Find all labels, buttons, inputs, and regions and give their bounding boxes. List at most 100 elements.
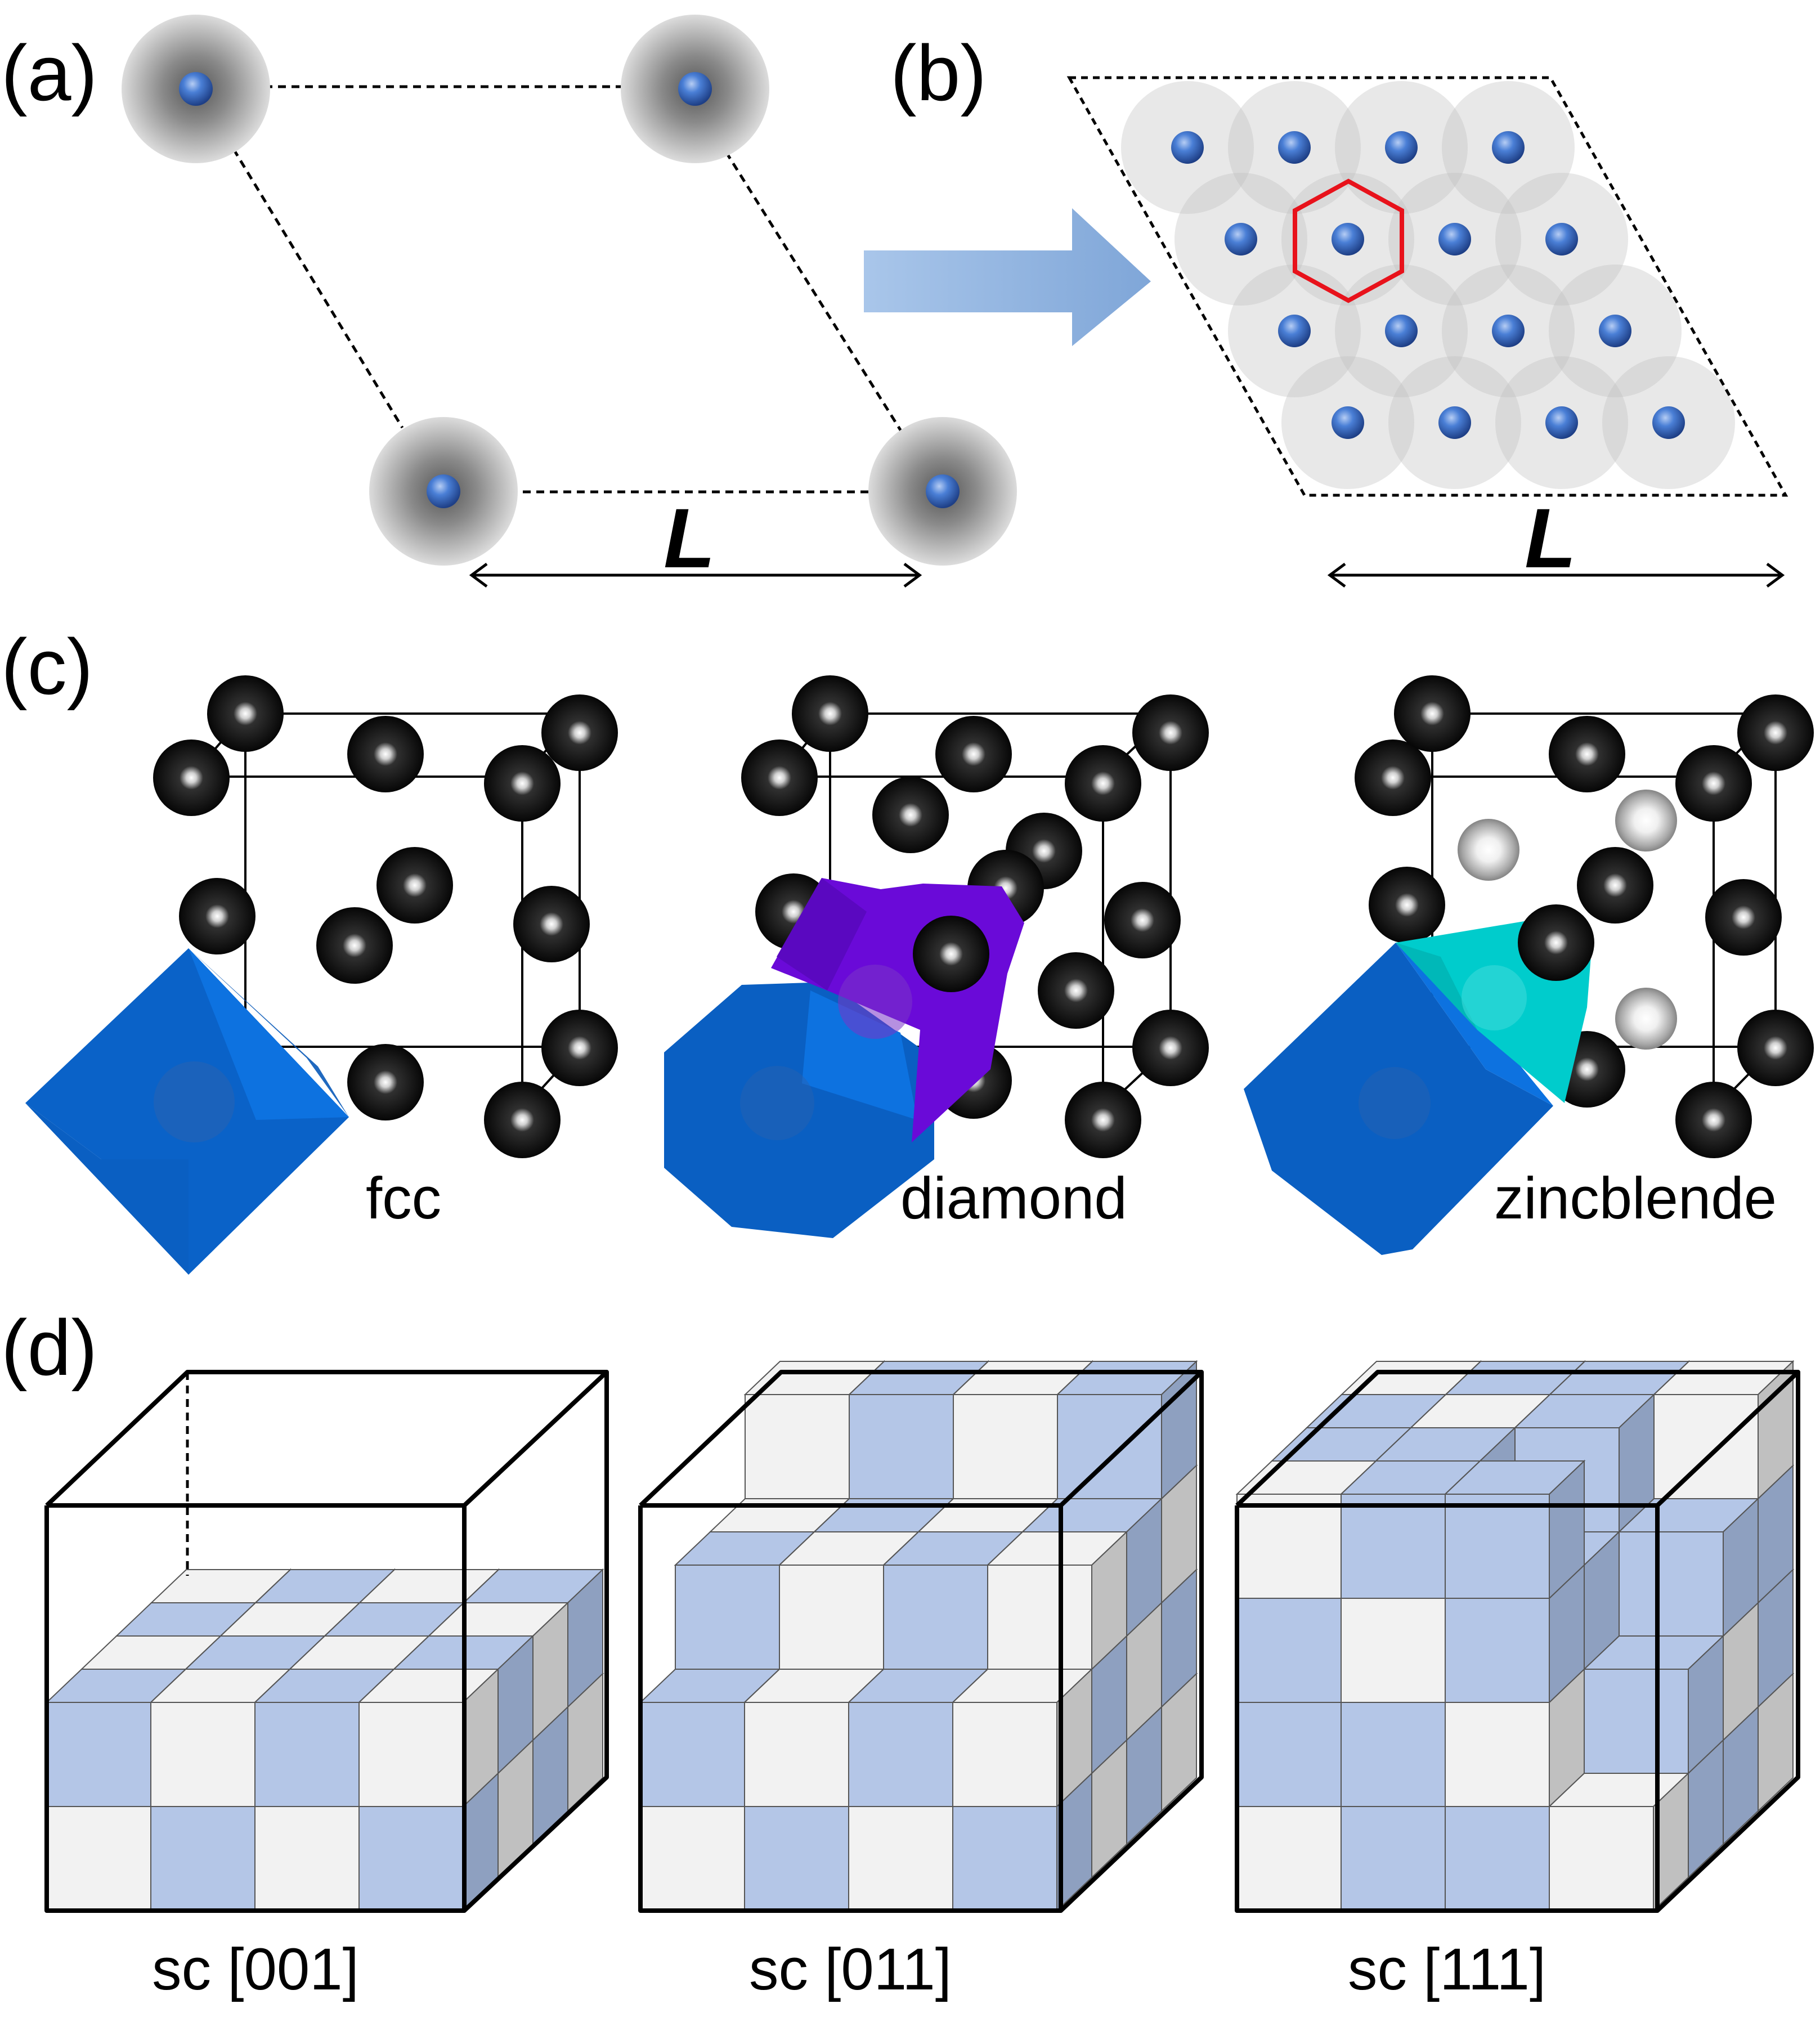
fcc-wigner-seitz-cell: [25, 948, 349, 1275]
unit-cell-outline-a: [232, 85, 908, 494]
transition-arrow: [864, 208, 1151, 346]
panel-c: (c): [1, 622, 1814, 1275]
wigner-seitz-hexagon: [1293, 178, 1404, 303]
atom-a-2: [621, 15, 769, 163]
zincblende-anion: [1518, 904, 1594, 981]
diamond-atom: [1038, 952, 1114, 1029]
cube-front-face: [848, 1806, 953, 1911]
fcc-atom: [153, 739, 230, 816]
diamond-atom: [1065, 1082, 1141, 1158]
fcc-structure: fcc: [25, 675, 618, 1275]
supercell-atom: [1599, 315, 1631, 347]
zincblende-structure: zincblende: [1244, 675, 1814, 1255]
fcc-atom: [376, 847, 453, 924]
cube-front-face: [46, 1702, 151, 1807]
panel-d-label: (d): [1, 1303, 97, 1392]
diamond-atom: [1132, 694, 1209, 771]
fcc-atom: [541, 694, 618, 771]
atom-a-4: [868, 417, 1017, 566]
cube-front-face: [358, 1702, 464, 1807]
cube-front-face: [1584, 1669, 1689, 1774]
cube-front-face: [254, 1702, 360, 1807]
supercell-atom: [1438, 406, 1471, 439]
diamond-atom: [913, 916, 989, 992]
fcc-atom: [179, 878, 255, 954]
length-arrow-a: [469, 562, 922, 588]
supercell-outline-b: [1066, 76, 1788, 497]
cube-front-face: [953, 1394, 1058, 1499]
zincblende-anion: [1737, 1010, 1814, 1086]
overlapping-atom-haze: [1121, 81, 1735, 489]
cube-front-face: [744, 1806, 849, 1911]
diamond-label: diamond: [900, 1166, 1127, 1231]
sc-011-surface: sc [011]: [638, 1360, 1204, 2002]
sc-011-cube-stack: [639, 1360, 1198, 1912]
diamond-atom: [872, 777, 949, 853]
supercell-atom: [1278, 131, 1311, 164]
fcc-atom: [347, 1044, 424, 1120]
length-label-b: L: [1525, 491, 1576, 585]
cube-front-face: [1445, 1702, 1550, 1807]
cube-front-face: [675, 1565, 780, 1670]
zincblende-anion: [1737, 694, 1814, 771]
zincblende-anion: [1675, 745, 1752, 822]
zincblende-cation: [1458, 819, 1519, 881]
cube-front-face: [1549, 1806, 1654, 1911]
diamond-atom: [1132, 1010, 1209, 1086]
cube-front-face: [1236, 1494, 1342, 1599]
atom-a-3: [369, 417, 518, 566]
cube-front-face: [1057, 1394, 1162, 1499]
cube-front-face: [849, 1394, 954, 1499]
sc-111-label: sc [111]: [1348, 1937, 1546, 2002]
cube-front-face: [1236, 1702, 1342, 1807]
fcc-atom: [347, 716, 424, 792]
cube-front-face: [254, 1806, 360, 1911]
supercell-atom: [1278, 315, 1311, 347]
supercell-atom: [1652, 406, 1685, 439]
cube-front-face: [1341, 1702, 1446, 1807]
atom-a-1: [122, 15, 270, 163]
cube-front-face: [987, 1565, 1092, 1670]
diamond-atom: [792, 675, 868, 752]
supercell-atom: [1332, 406, 1364, 439]
supercell-atom: [1171, 131, 1204, 164]
zincblende-anion: [1577, 847, 1653, 924]
panel-a: (a) L: [1, 15, 1017, 588]
panel-d: (d) sc [001] sc [011] sc [111]: [1, 1303, 1800, 2002]
cube-front-face: [883, 1565, 988, 1670]
sc-111-cube-stack: [1235, 1360, 1795, 1912]
supercell-atom: [1225, 223, 1257, 256]
supercell-atom: [1545, 406, 1578, 439]
zincblende-anion: [1369, 867, 1445, 943]
cube-front-face: [640, 1702, 745, 1807]
cube-front-face: [1341, 1494, 1446, 1599]
cube-front-face: [46, 1806, 151, 1911]
cube-front-face: [1236, 1806, 1342, 1911]
length-arrow-b: [1327, 562, 1785, 588]
cube-front-face: [1341, 1598, 1446, 1703]
supercell-atom: [1492, 131, 1525, 164]
cube-front-face: [744, 1702, 849, 1807]
sc-111-surface: sc [111]: [1235, 1360, 1800, 2002]
cube-front-face: [1236, 1598, 1342, 1703]
cube-front-face: [640, 1806, 745, 1911]
zincblende-cation: [1615, 988, 1677, 1050]
sc-001-surface: sc [001]: [44, 1370, 609, 2002]
panel-a-label: (a): [1, 29, 97, 117]
supercell-atom: [1438, 223, 1471, 256]
diamond-atom: [741, 739, 818, 816]
cube-front-face: [150, 1702, 255, 1807]
zincblende-anion: [1394, 675, 1471, 752]
length-label-a: L: [664, 491, 715, 585]
fcc-atom: [207, 675, 284, 752]
diamond-atom: [935, 716, 1012, 792]
panel-b: (b) L: [890, 29, 1788, 588]
zincblende-anion: [1675, 1082, 1752, 1158]
diamond-atom: [1104, 882, 1181, 958]
cube-front-face: [358, 1806, 464, 1911]
cube-front-face: [745, 1394, 850, 1499]
cube-front-face: [1445, 1494, 1550, 1599]
zincblende-label: zincblende: [1494, 1166, 1777, 1231]
fcc-label: fcc: [366, 1166, 441, 1231]
